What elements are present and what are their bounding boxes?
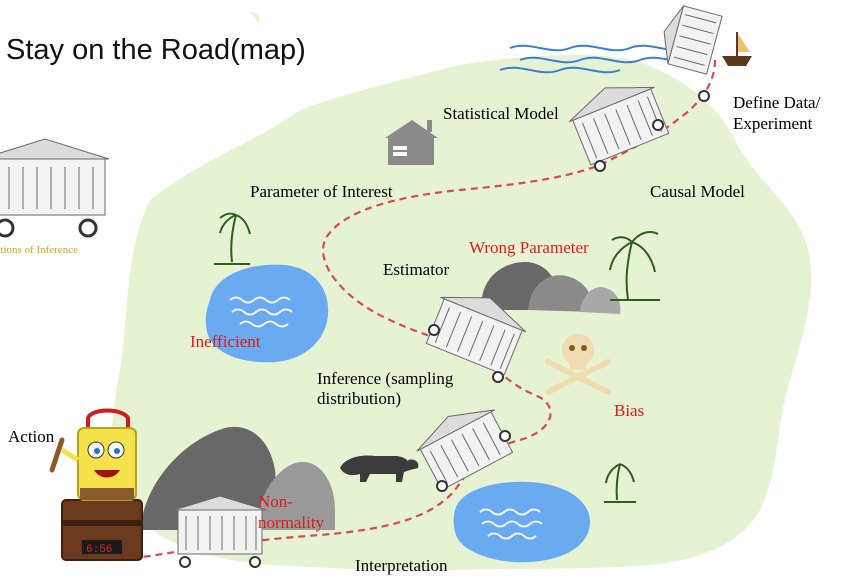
label-parameter-of-interest: Parameter of Interest bbox=[250, 182, 393, 201]
palm-icon bbox=[214, 212, 251, 265]
label-action: Action bbox=[8, 427, 55, 446]
wheel bbox=[249, 556, 261, 568]
temple-icon bbox=[425, 296, 527, 376]
wheel bbox=[428, 324, 440, 336]
label-inference: Inference (sampling distribution) bbox=[317, 369, 454, 409]
house-icon bbox=[385, 120, 438, 165]
wheel bbox=[0, 218, 15, 238]
lake-bottom bbox=[453, 481, 590, 563]
temple-icon bbox=[416, 409, 514, 491]
page-title: Stay on the Road(map) bbox=[6, 34, 306, 66]
road-path bbox=[79, 59, 717, 559]
label-causal-model: Causal Model bbox=[650, 182, 745, 201]
boat-icon bbox=[722, 32, 752, 66]
temple-icon bbox=[0, 138, 110, 216]
temple-icon bbox=[173, 495, 267, 555]
label-foundations: dations of Inference bbox=[0, 244, 78, 256]
wheel bbox=[492, 371, 504, 383]
wheel bbox=[179, 556, 191, 568]
wheel bbox=[652, 119, 664, 131]
bear-icon bbox=[340, 455, 419, 482]
label-define-data: Define Data/ Experiment bbox=[733, 93, 821, 134]
wheel bbox=[78, 218, 98, 238]
label-wrong-parameter: Wrong Parameter bbox=[469, 238, 589, 257]
label-statistical-model: Statistical Model bbox=[443, 104, 559, 123]
label-estimator: Estimator bbox=[383, 260, 450, 279]
temple-icon bbox=[568, 86, 670, 166]
lake-left bbox=[205, 264, 329, 363]
wheel bbox=[499, 430, 511, 442]
palm-icon bbox=[609, 231, 660, 301]
wheel bbox=[594, 160, 606, 172]
wheel bbox=[698, 90, 710, 102]
label-non-normality: Non- normality bbox=[258, 492, 325, 533]
treasure-chest-icon: 6:56 bbox=[61, 499, 143, 561]
skull-crossbones-icon bbox=[545, 334, 611, 395]
label-interpretation: Interpretation bbox=[355, 556, 448, 575]
spongebob-icon bbox=[49, 408, 137, 501]
temple-icon bbox=[663, 5, 723, 75]
wheel bbox=[436, 480, 448, 492]
rocks-middle bbox=[481, 262, 621, 314]
svg-text:6:56: 6:56 bbox=[86, 544, 112, 556]
label-inefficient: Inefficient bbox=[190, 332, 261, 351]
land-top-left bbox=[250, 12, 260, 22]
label-bias: Bias bbox=[614, 401, 645, 420]
palm-icon bbox=[604, 463, 636, 503]
